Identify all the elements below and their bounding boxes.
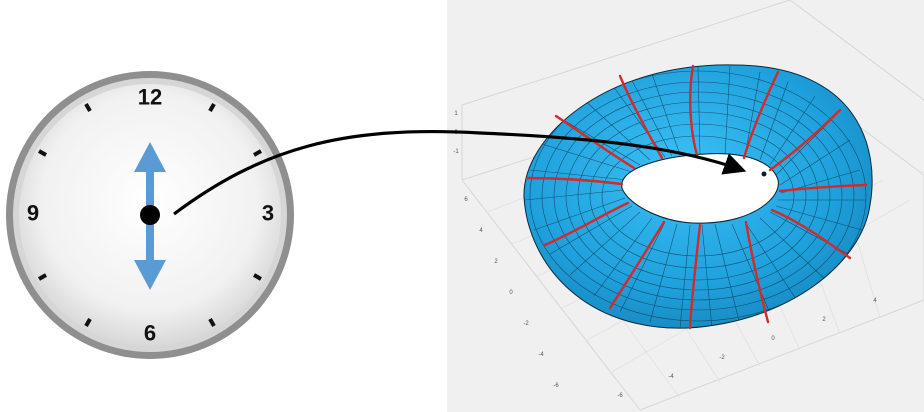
x-tick-label: 2 bbox=[822, 317, 826, 323]
y-tick-label: -2 bbox=[523, 321, 529, 327]
clock-numeral-12: 12 bbox=[138, 85, 162, 110]
y-tick-label: -4 bbox=[538, 352, 544, 358]
x-tick-label: 0 bbox=[771, 336, 775, 342]
y-tick-label: 6 bbox=[464, 197, 468, 203]
torus-loop-lines bbox=[525, 64, 868, 330]
z-tick-label: 1 bbox=[454, 111, 458, 117]
clock-tick-marks bbox=[38, 103, 262, 327]
y-tick-label: 4 bbox=[479, 228, 483, 234]
clock-numeral-6: 6 bbox=[144, 321, 156, 346]
torus-mesh bbox=[524, 65, 867, 329]
x-tick-label: -4 bbox=[668, 374, 674, 380]
x-tick-labels: -6-4-20246 bbox=[617, 298, 877, 399]
y-tick-label: -6 bbox=[553, 383, 559, 389]
torus-surface-icon bbox=[523, 64, 873, 330]
y-tick-labels: 6 4 2 0 -2 -4 -6 bbox=[464, 197, 559, 389]
x-tick-label: 4 bbox=[873, 298, 877, 304]
x-tick-label: -6 bbox=[617, 393, 623, 399]
clock-pivot bbox=[140, 205, 160, 225]
z-tick-label: -1 bbox=[453, 149, 459, 155]
y-tick-label: 2 bbox=[494, 259, 498, 265]
mapping-arrow-icon bbox=[173, 129, 747, 216]
clock-icon: 12 3 6 9 bbox=[6, 71, 294, 359]
y-tick-label: 0 bbox=[509, 290, 513, 296]
x-tick-label: -2 bbox=[719, 355, 725, 361]
clock-numeral-9: 9 bbox=[27, 201, 39, 226]
clock-numeral-3: 3 bbox=[262, 201, 274, 226]
torus-target-point bbox=[761, 171, 767, 177]
